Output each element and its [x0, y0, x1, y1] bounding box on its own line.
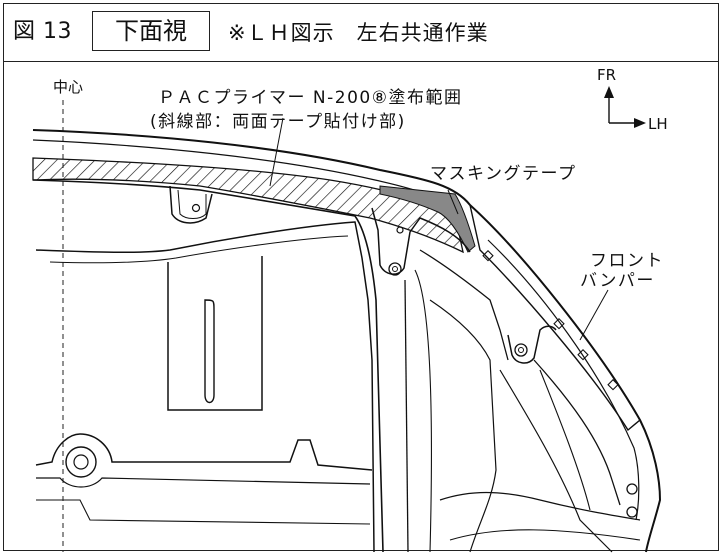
orientation-arrows	[604, 86, 646, 128]
center-label: 中心	[53, 78, 84, 96]
header-note: ※ＬＨ図示 左右共通作業	[228, 21, 489, 45]
bumper-side-panel	[468, 203, 641, 432]
fr-direction-label: FR	[597, 66, 617, 84]
masking-tape-label: マスキングテープ	[430, 164, 577, 184]
lh-direction-label: LH	[648, 115, 668, 133]
front-bumper-label-2: バンパー	[580, 271, 655, 291]
under-panel	[35, 221, 375, 553]
figure-number: 図 13	[13, 19, 72, 44]
primer-sublabel: (斜線部：両面テープ貼付け部)	[150, 112, 406, 132]
front-bumper-label-1: フロント	[590, 251, 664, 271]
view-title: 下面視	[92, 11, 210, 51]
lower-panel	[32, 179, 384, 553]
inner-window	[167, 256, 263, 411]
figure-frame	[3, 3, 719, 551]
clip-tower	[371, 207, 471, 275]
masking-tape	[379, 185, 476, 253]
crossmember	[35, 433, 373, 471]
header-divider	[3, 61, 719, 62]
primer-label: ＰＡＣプライマー N-200⑧塗布範囲	[158, 88, 463, 108]
primer-hatch-area	[32, 157, 464, 254]
